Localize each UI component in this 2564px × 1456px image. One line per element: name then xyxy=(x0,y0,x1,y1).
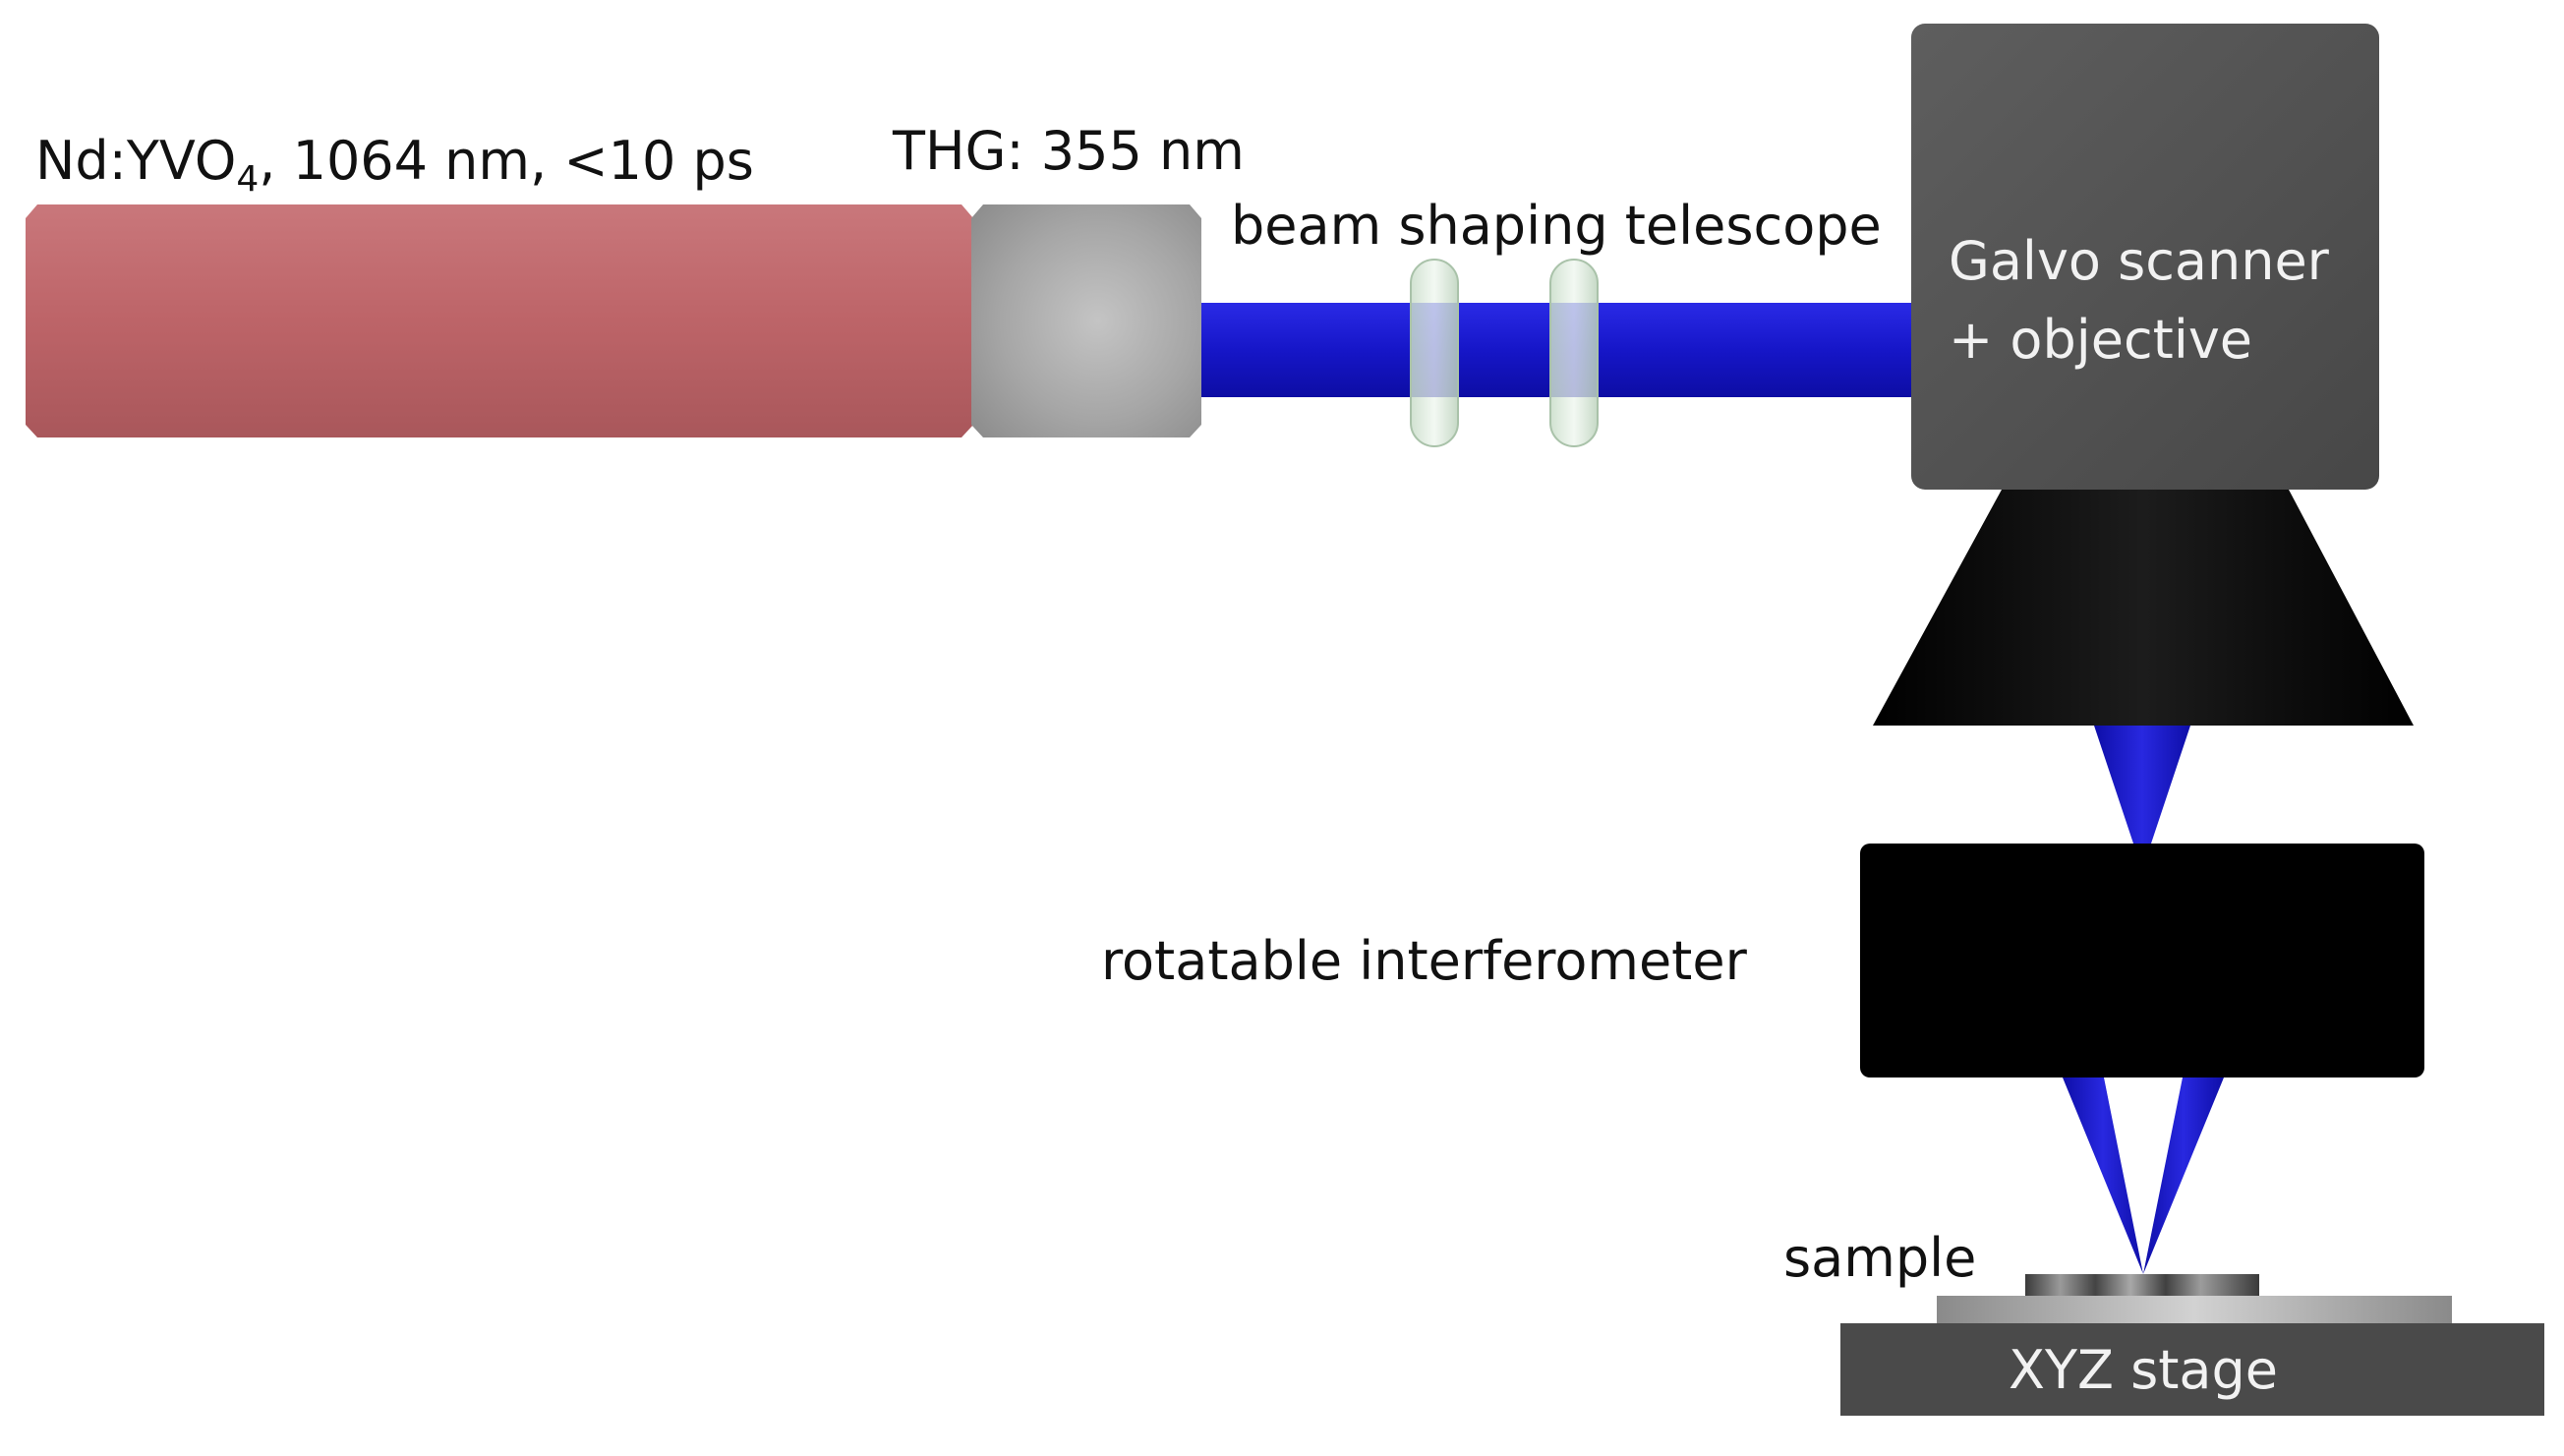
laser-body xyxy=(26,204,973,437)
scanner-label-line2: + objective xyxy=(1949,309,2252,371)
sample-label: sample xyxy=(1783,1227,1976,1289)
stage-plate xyxy=(1937,1296,2452,1323)
telescope-lens-2 xyxy=(1549,259,1599,447)
interfering-beam-left xyxy=(2063,1077,2143,1274)
thg-crystal xyxy=(971,204,1201,437)
rotatable-interferometer xyxy=(1860,844,2424,1077)
focused-beam xyxy=(2094,726,2190,844)
stage-label: XYZ stage xyxy=(2009,1339,2278,1401)
telescope-lens-1 xyxy=(1410,259,1459,447)
scanner-label-line1: Galvo scanner xyxy=(1949,230,2330,292)
telescope-label: beam shaping telescope xyxy=(1231,195,1882,257)
objective xyxy=(1873,490,2414,726)
interferometer-label: rotatable interferometer xyxy=(1101,930,1748,992)
galvo-scanner-box xyxy=(1911,24,2379,490)
thg-label: THG: 355 nm xyxy=(892,120,1245,182)
laser-label: Nd:YVO4, 1064 nm, <10 ps xyxy=(35,130,754,200)
xyz-stage xyxy=(1840,1323,2544,1416)
sample-disc xyxy=(2025,1274,2259,1296)
interfering-beam-right xyxy=(2143,1077,2224,1274)
